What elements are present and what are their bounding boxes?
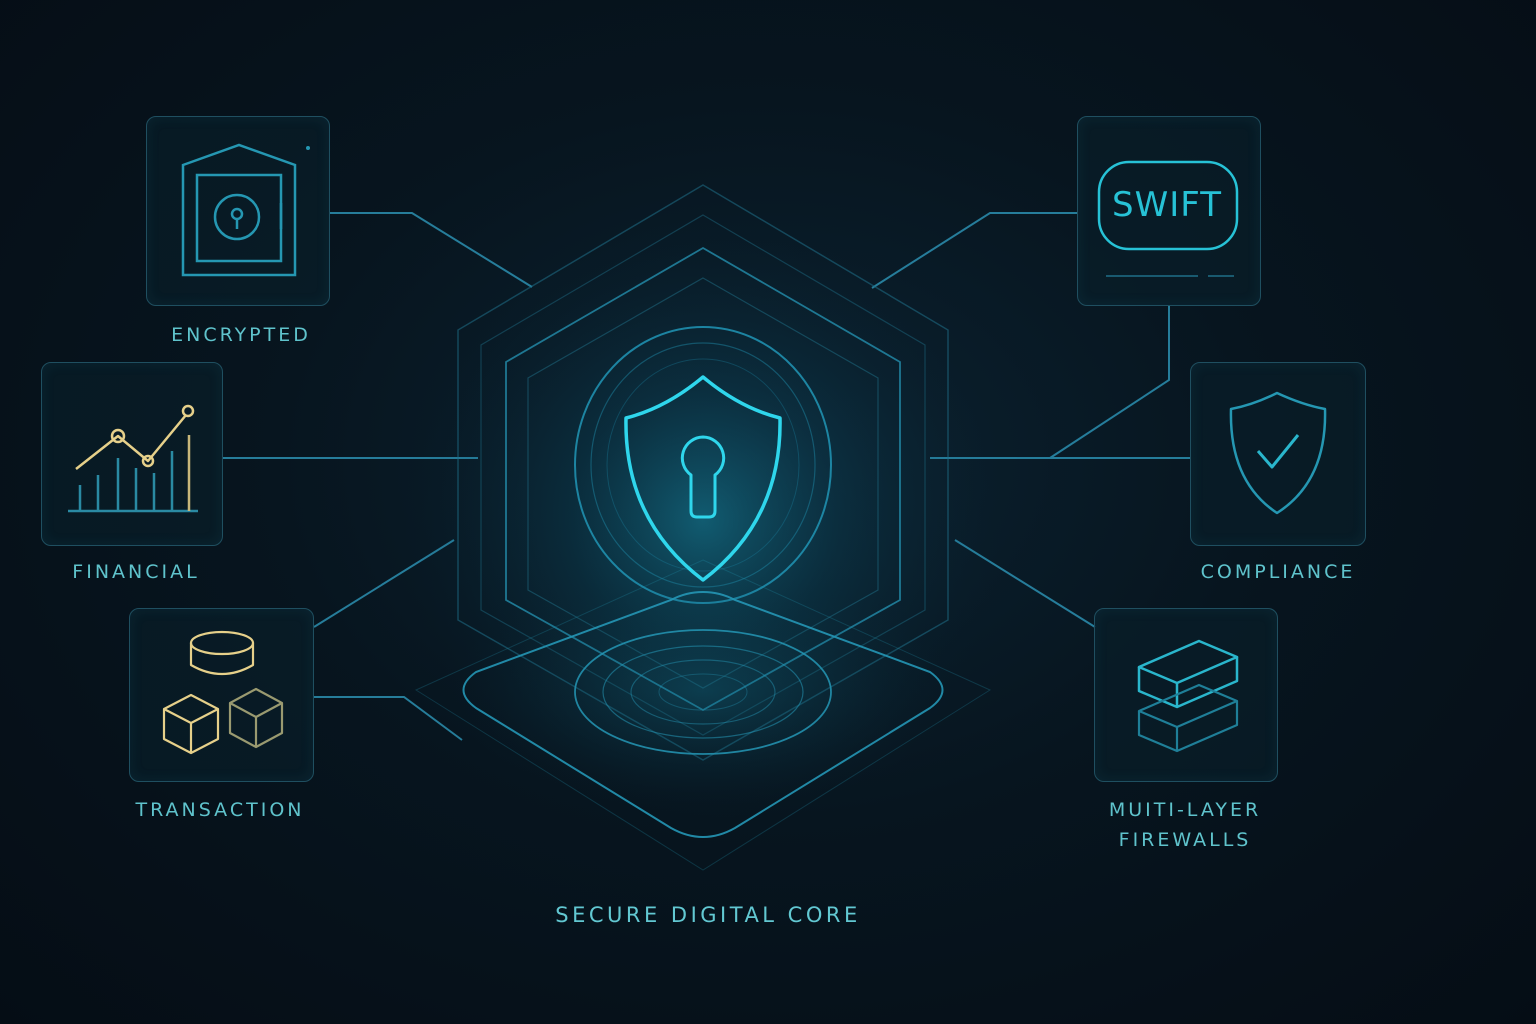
connector-encrypted bbox=[329, 212, 533, 288]
label-firewalls-line2: FIREWALLS bbox=[1118, 829, 1252, 851]
swift-badge-icon bbox=[1097, 160, 1239, 277]
shield-keyhole-icon bbox=[624, 375, 782, 582]
shield-check-icon bbox=[1229, 391, 1327, 515]
label-transaction: TRANSACTION bbox=[135, 799, 305, 821]
label-compliance: COMPLIANCE bbox=[1200, 561, 1356, 583]
connector-swift bbox=[871, 212, 1078, 289]
node-compliance bbox=[1190, 362, 1366, 546]
connector-transaction-lower bbox=[314, 696, 463, 741]
node-swift bbox=[1077, 116, 1261, 306]
node-encrypted bbox=[146, 116, 330, 306]
safe-vault-icon bbox=[181, 143, 310, 277]
label-firewalls-line1: MUITI-LAYER bbox=[1108, 799, 1262, 821]
label-encrypted: ENCRYPTED bbox=[171, 324, 311, 346]
database-blocks-icon bbox=[162, 630, 284, 755]
node-transaction bbox=[129, 608, 314, 782]
swift-badge-text: SWIFT bbox=[1112, 185, 1222, 225]
core-label: SECURE DIGITAL CORE bbox=[555, 903, 861, 927]
stacked-blocks-icon bbox=[1137, 639, 1239, 753]
line-bar-chart-icon bbox=[68, 404, 198, 513]
core-base bbox=[414, 559, 992, 871]
node-firewalls bbox=[1094, 608, 1278, 782]
connector-swift-compliance bbox=[1049, 305, 1170, 459]
node-financial bbox=[41, 362, 223, 546]
label-financial: FINANCIAL bbox=[72, 561, 200, 583]
